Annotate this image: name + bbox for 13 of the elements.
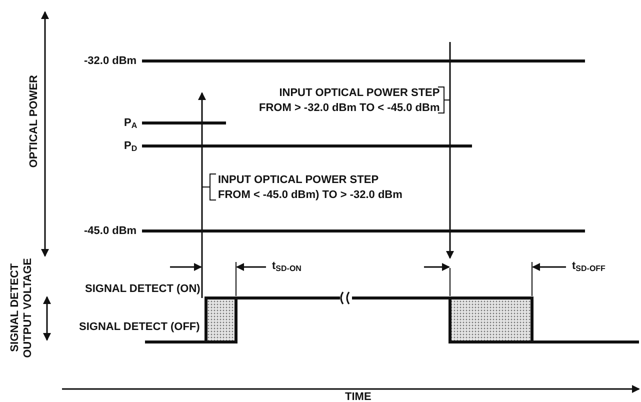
- timing-label: t$_{SD-ON}$: [272, 259, 302, 275]
- power-level-label: P$_{A}$: [124, 116, 138, 132]
- axis-label: TIME: [345, 390, 372, 402]
- annotation-text: INPUT OPTICAL POWER STEP FROM < -45.0 dBm) TO > -32.0 dBm: [218, 173, 402, 203]
- timing-label: t$_{SD-OFF}$: [572, 259, 606, 275]
- axis-label: OPTICAL POWER: [28, 75, 41, 168]
- axis-label: SIGNAL DETECT OUTPUT VOLTAGE: [9, 258, 35, 358]
- power-level-label: -45.0 dBm: [84, 224, 137, 239]
- annotation-text: INPUT OPTICAL POWER STEP FROM > -32.0 dBm TO < -45.0 dBm: [259, 86, 440, 116]
- power-level-label: -32.0 dBm: [84, 54, 137, 69]
- signal-level-label: SIGNAL DETECT (ON): [85, 282, 200, 297]
- signal-level-label: SIGNAL DETECT (OFF): [79, 320, 200, 335]
- power-level-label: P$_{D}$: [124, 139, 138, 155]
